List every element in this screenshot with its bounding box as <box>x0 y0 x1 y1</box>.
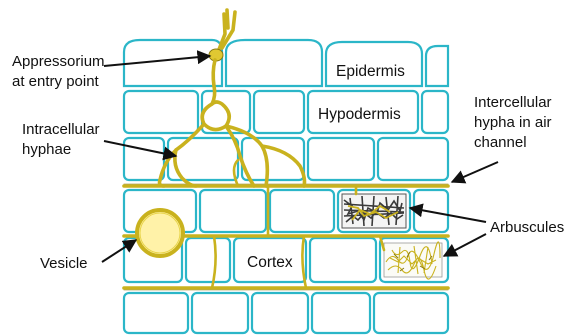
hypodermis-cell <box>378 138 448 180</box>
hypodermis-cell <box>124 138 164 180</box>
hypodermis-layer <box>124 91 448 180</box>
epidermis-cell <box>226 40 322 86</box>
hypodermis-cell <box>254 91 304 133</box>
cortex-cell <box>310 238 376 282</box>
cortex-cell <box>374 293 448 333</box>
label-appressorium-1: Appressorium <box>12 53 105 70</box>
cortex-cell <box>200 190 266 232</box>
cortex-cell <box>186 238 230 282</box>
label-appressorium-2: at entry point <box>12 73 100 90</box>
label-cortex: Cortex <box>247 254 293 271</box>
hypodermis-cell <box>422 91 448 133</box>
epidermis-cell <box>426 46 448 86</box>
arrow-arbuscule-bottom <box>444 234 486 256</box>
arrow-intercellular <box>452 162 498 182</box>
cortex-cell <box>312 293 370 333</box>
hypodermis-cell <box>124 91 198 133</box>
cortex-cell <box>192 293 248 333</box>
label-intercellular-2: hypha in air <box>474 114 552 131</box>
arbuscule-dense <box>342 194 406 228</box>
label-intercellular-3: channel <box>474 134 527 151</box>
cortex-cell <box>270 190 334 232</box>
label-intercellular-1: Intercellular <box>474 94 552 111</box>
label-intracellular-2: hyphae <box>22 141 71 158</box>
cortex-cell <box>124 293 188 333</box>
cortex-cell <box>252 293 308 333</box>
label-epidermis: Epidermis <box>336 63 405 80</box>
arbuscule-sparse <box>384 242 442 279</box>
label-hypodermis: Hypodermis <box>318 106 401 123</box>
label-vesicle: Vesicle <box>40 255 88 272</box>
label-arbuscules: Arbuscules <box>490 219 564 236</box>
label-intracellular-1: Intracellular <box>22 121 100 138</box>
hypodermis-cell <box>308 138 374 180</box>
vesicle <box>137 210 183 256</box>
